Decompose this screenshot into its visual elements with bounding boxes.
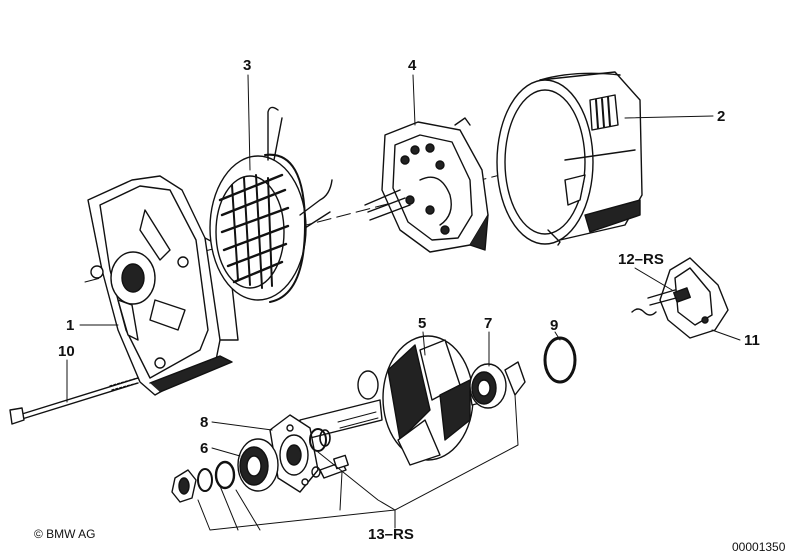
washers-and-nut (171, 428, 349, 503)
callout-3: 3 (243, 57, 252, 74)
rear-housing-part (496, 71, 643, 246)
bearing-left-part (237, 438, 279, 492)
callout-6: 6 (200, 440, 209, 457)
callout-13: 13–RS (368, 526, 414, 543)
callout-9: 9 (550, 317, 559, 334)
snap-ring-part (504, 336, 577, 396)
diagram-number: 00001350 (732, 540, 786, 554)
callout-8: 8 (200, 414, 209, 431)
stator-part (209, 106, 333, 303)
rectifier-part (364, 117, 489, 253)
callout-4: 4 (408, 57, 417, 74)
callout-2: 2 (717, 108, 726, 125)
callout-1: 1 (66, 317, 75, 334)
callout-5: 5 (418, 315, 427, 332)
callout-7: 7 (484, 315, 493, 332)
bearing-plate-part (269, 414, 319, 493)
through-bolt-part (9, 377, 139, 425)
rotor-part (299, 335, 493, 466)
callout-11: 11 (744, 332, 760, 349)
bearing-right-part (469, 363, 507, 409)
callout-12: 12–RS (618, 251, 664, 268)
callout-10: 10 (58, 343, 75, 360)
leader-lines (66, 74, 741, 531)
end-shield-part (87, 175, 239, 396)
copyright-text: © BMW AG (34, 527, 96, 541)
regulator-part (631, 257, 729, 339)
